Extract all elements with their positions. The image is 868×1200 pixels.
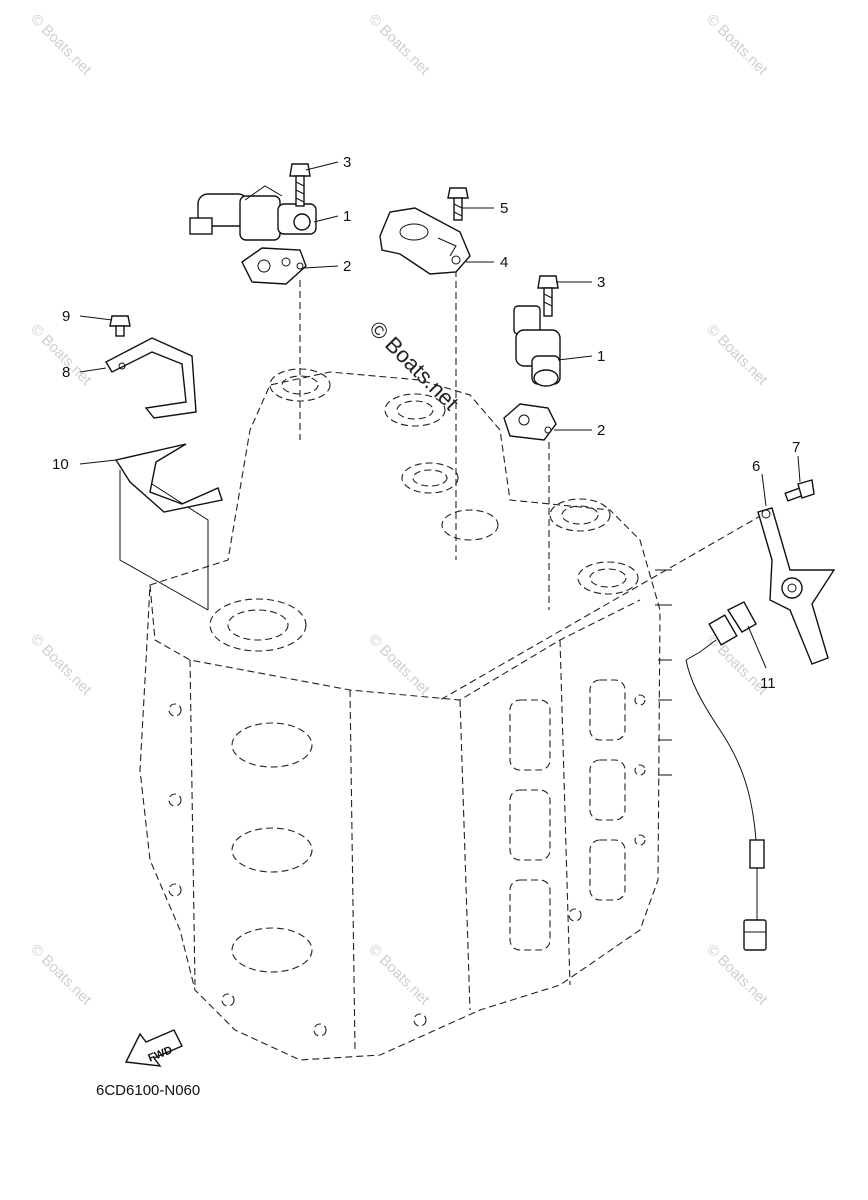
guide-lines bbox=[119, 270, 763, 701]
watermark-low-center: © Boats.net bbox=[365, 631, 433, 699]
watermark-mid-right: © Boats.net bbox=[703, 321, 771, 389]
callout-labels: 3 1 2 5 4 3 1 2 9 8 10 6 7 11 bbox=[52, 154, 800, 692]
part-7-bolt bbox=[784, 479, 815, 502]
part-3-right-bolt bbox=[537, 275, 559, 317]
watermark-bottom-right: © Boats.net bbox=[703, 941, 771, 1009]
part-3-upper-bolt bbox=[289, 163, 311, 207]
part-4-cover-plate bbox=[379, 207, 471, 275]
watermark-top-center: © Boats.net bbox=[365, 11, 433, 79]
watermark-center-dark: © Boats.net bbox=[364, 316, 463, 415]
callout-7: 7 bbox=[792, 439, 800, 456]
callout-11: 11 bbox=[760, 675, 776, 692]
callout-10: 10 bbox=[52, 456, 69, 473]
watermark-bottom-center: © Boats.net bbox=[365, 941, 433, 1009]
part-9-bolt bbox=[109, 315, 131, 337]
part-10-plate bbox=[114, 443, 223, 513]
part-1-right-valve bbox=[513, 305, 561, 387]
callout-1-right: 1 bbox=[597, 348, 605, 365]
watermark-low-left: © Boats.net bbox=[27, 631, 95, 699]
fwd-arrow-icon: FWD bbox=[124, 1029, 183, 1067]
callout-3-upper: 3 bbox=[343, 154, 351, 171]
part-2-upper-gasket bbox=[241, 247, 307, 285]
part-6-sensor-bracket bbox=[757, 507, 836, 665]
part-2-right-gasket bbox=[503, 403, 557, 441]
callout-4: 4 bbox=[500, 254, 508, 271]
watermark-bottom-left: © Boats.net bbox=[27, 941, 95, 1009]
part-8-bracket bbox=[105, 337, 197, 419]
callout-2-upper: 2 bbox=[343, 258, 351, 275]
watermark-top-left: © Boats.net bbox=[27, 11, 95, 79]
diagram-code: 6CD6100-N060 bbox=[96, 1082, 201, 1099]
watermarks: © Boats.net © Boats.net © Boats.net © Bo… bbox=[27, 11, 771, 1009]
callout-2-right: 2 bbox=[597, 422, 605, 439]
leader-lines bbox=[79, 161, 801, 669]
part-1-upper-valve bbox=[189, 185, 317, 241]
callout-3-right: 3 bbox=[597, 274, 605, 291]
callout-9: 9 bbox=[62, 308, 70, 325]
cylinder-block bbox=[139, 368, 672, 1061]
part-11-knock-sensor bbox=[685, 601, 767, 951]
callout-6: 6 bbox=[752, 458, 760, 475]
watermark-top-right: © Boats.net bbox=[703, 11, 771, 79]
callout-5: 5 bbox=[500, 200, 508, 217]
callout-1-upper: 1 bbox=[343, 208, 351, 225]
callout-8: 8 bbox=[62, 364, 70, 381]
part-5-bolt bbox=[447, 187, 469, 221]
